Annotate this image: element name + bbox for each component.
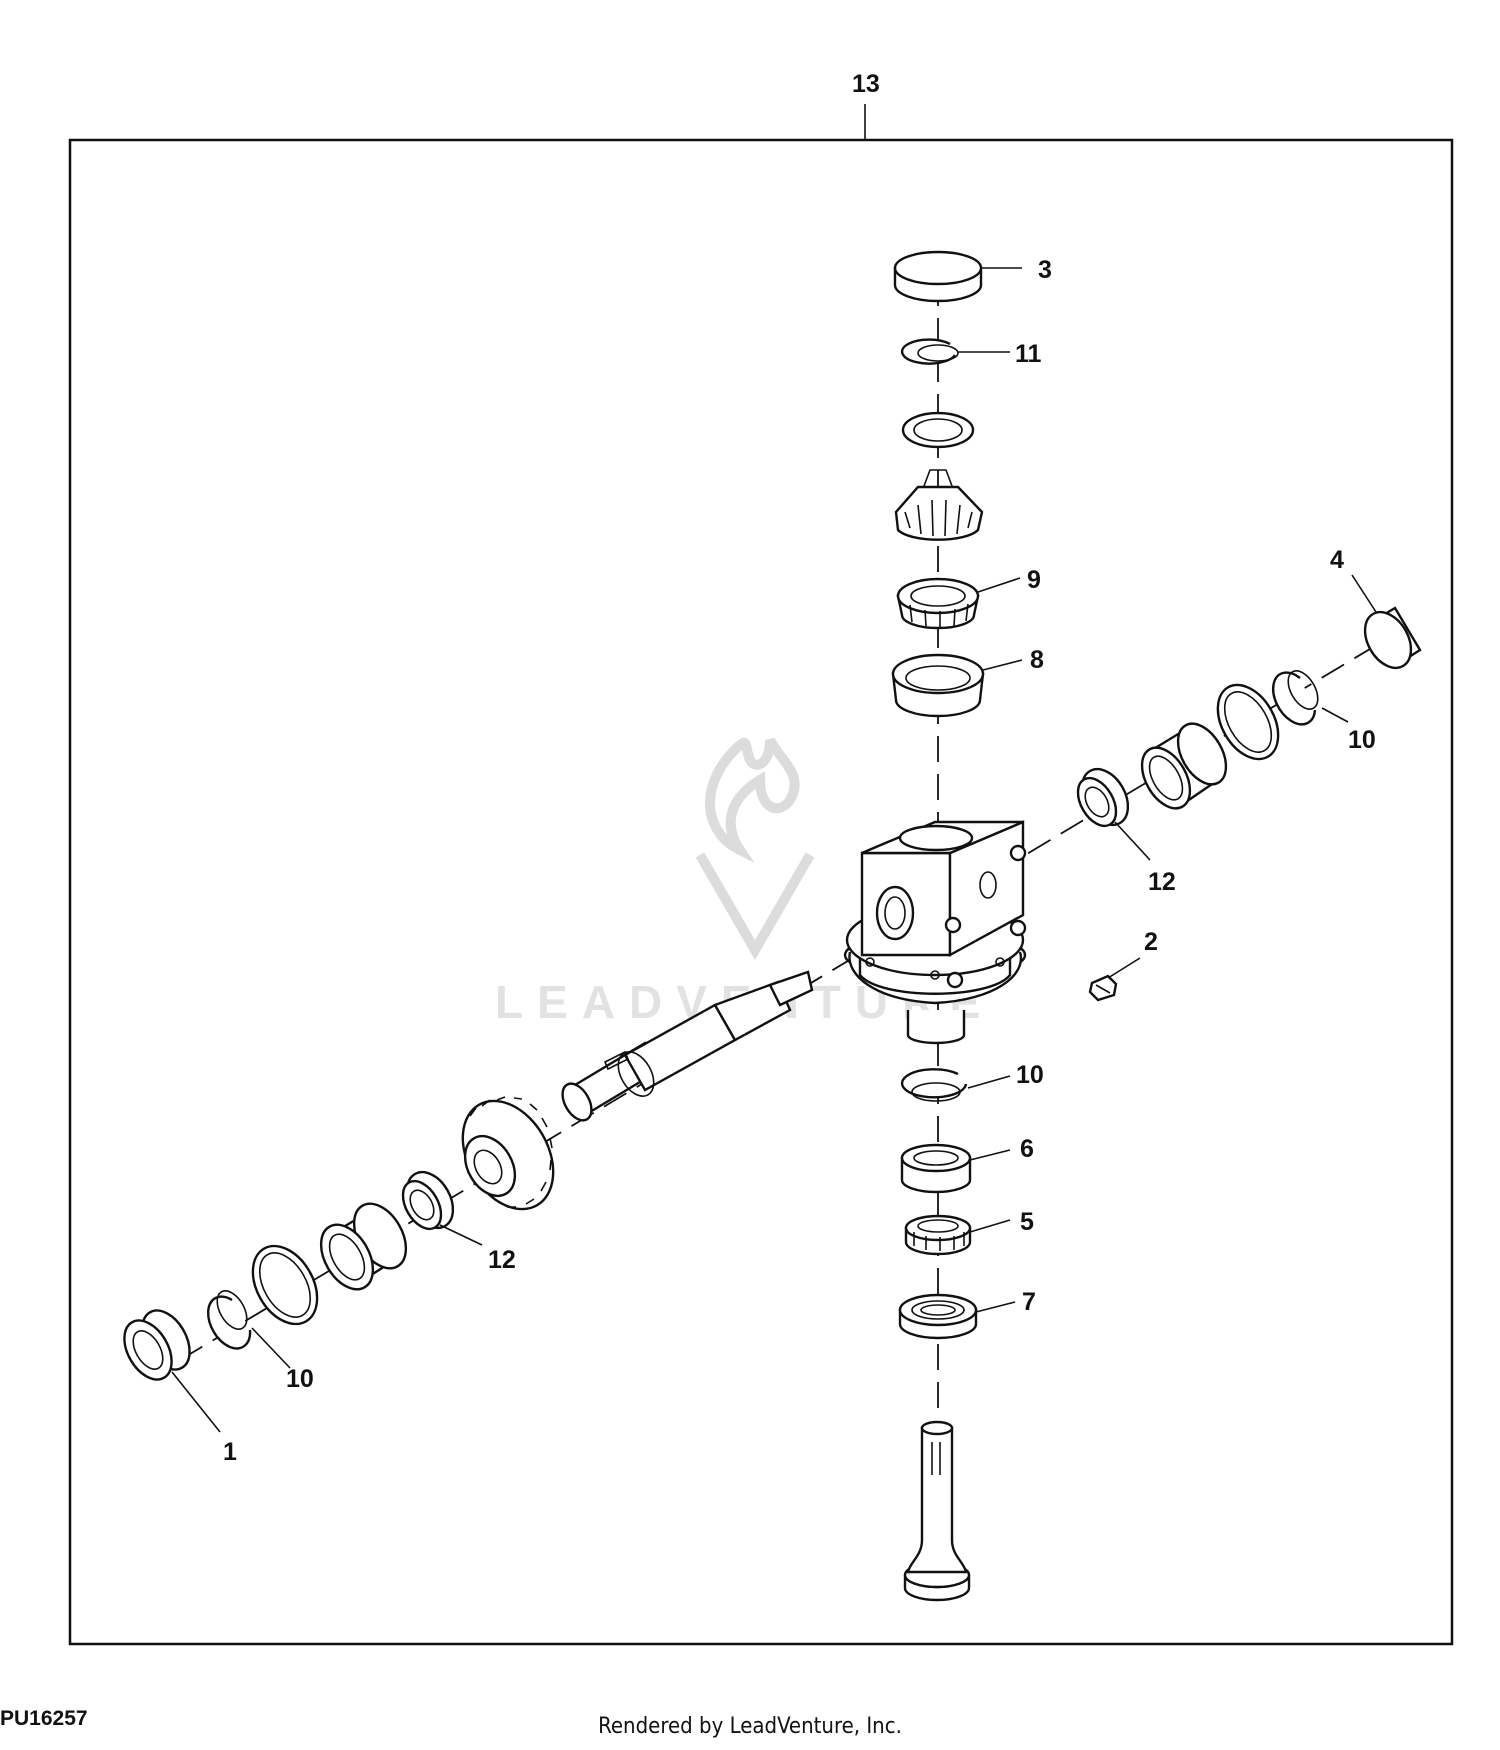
part-4-cap <box>1363 606 1422 670</box>
washer <box>901 411 975 449</box>
part-10-snap-ring-right <box>1271 670 1319 726</box>
gearbox-housing <box>843 820 1027 1045</box>
render-credit: Rendered by LeadVenture, Inc. <box>598 1714 902 1739</box>
part-12-bearing-cone-left <box>401 1170 455 1231</box>
part-2-plug <box>1088 974 1118 1002</box>
callout-2: 2 <box>1144 928 1158 956</box>
part-8-bearing-cup <box>891 653 985 718</box>
callout-9: 9 <box>1027 566 1041 594</box>
callout-10-left: 10 <box>286 1365 314 1393</box>
callout-8: 8 <box>1030 646 1044 674</box>
input-shaft <box>561 970 814 1122</box>
part-3-cap <box>893 250 983 303</box>
callout-7: 7 <box>1022 1288 1036 1316</box>
callout-3: 3 <box>1038 256 1052 284</box>
bevel-pinion-gear <box>894 469 984 541</box>
callout-12-right: 12 <box>1148 868 1176 896</box>
callout-6: 6 <box>1020 1135 1034 1163</box>
callout-4: 4 <box>1330 546 1344 574</box>
output-shaft <box>903 1420 971 1602</box>
part-6-bearing-cup <box>900 1143 972 1194</box>
part-1-seal <box>123 1309 191 1381</box>
part-12-bearing-cone-right <box>1076 767 1130 828</box>
bearing-cup-right <box>1140 722 1228 810</box>
callout-10-right: 10 <box>1348 726 1376 754</box>
callout-5: 5 <box>1020 1208 1034 1236</box>
callout-1: 1 <box>223 1438 237 1466</box>
part-10-snap-ring-lower <box>900 1068 968 1102</box>
assembly-frame <box>68 138 1454 1646</box>
callout-11: 11 <box>1015 340 1042 368</box>
part-5-bearing-cone <box>904 1214 972 1256</box>
ring-left <box>251 1244 319 1326</box>
part-11-snap-ring <box>900 338 959 365</box>
callout-10-lower: 10 <box>1016 1061 1044 1089</box>
callout-13: 13 <box>852 70 880 98</box>
bearing-cup-left <box>319 1202 408 1291</box>
part-10-snap-ring-left <box>206 1290 252 1350</box>
figure-id: PU16257 <box>0 1707 88 1730</box>
part-9-bearing-cone <box>896 577 980 630</box>
part-7-seal <box>898 1293 978 1340</box>
bevel-gear-left <box>461 1096 555 1211</box>
ring-right <box>1216 683 1280 761</box>
callout-12-left: 12 <box>488 1246 516 1274</box>
